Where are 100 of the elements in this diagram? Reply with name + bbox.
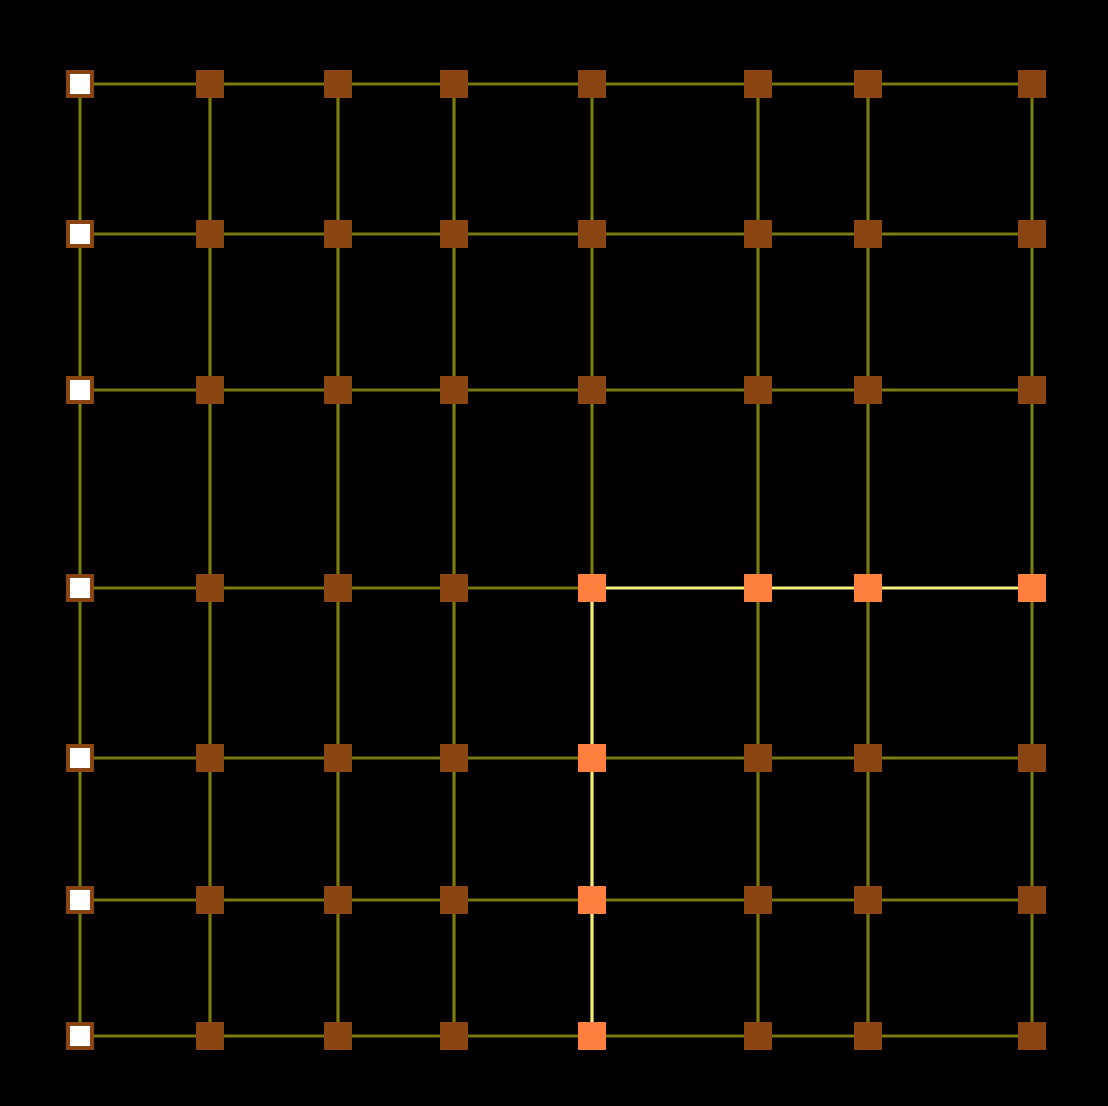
grid-line [224,1034,324,1038]
grid-line [772,388,854,392]
grid-square [440,70,468,98]
grid-line [78,98,82,220]
grid-line [606,1034,744,1038]
grid-line [224,756,324,760]
grid-square [854,220,882,248]
grid-square [324,574,352,602]
grid-line [94,1034,196,1038]
grid-square [854,744,882,772]
grid-line [352,232,440,236]
grid-line [94,586,196,590]
grid-line [468,232,578,236]
grid-line [208,248,212,376]
grid-line [756,772,760,886]
grid-square [324,70,352,98]
grid-line [1030,914,1034,1022]
grid-line [336,98,340,220]
grid-square [854,1022,882,1050]
grid-line [772,82,854,86]
start-square [66,574,94,602]
grid-line [352,388,440,392]
grid-line [336,772,340,886]
grid-line [1030,602,1034,744]
grid-square [440,220,468,248]
start-square [66,220,94,248]
grid-line [756,98,760,220]
grid-square [324,1022,352,1050]
grid-square [854,70,882,98]
grid-line [468,586,578,590]
grid-line [756,602,760,744]
grid-square [196,376,224,404]
grid-line [452,602,456,744]
grid-line [606,388,744,392]
start-square [66,70,94,98]
grid-line [352,586,440,590]
grid-square [196,886,224,914]
grid-line [866,404,870,574]
grid-line [224,586,324,590]
grid-line [352,1034,440,1038]
grid-square [324,886,352,914]
grid-square [440,886,468,914]
grid-line [78,772,82,886]
grid-square [196,220,224,248]
grid-line [452,914,456,1022]
grid-line [772,756,854,760]
grid-line [882,898,1018,902]
grid-line [1030,772,1034,886]
grid-line [468,756,578,760]
path-square [1018,574,1046,602]
grid-line [882,388,1018,392]
path-square [578,886,606,914]
grid-square [1018,376,1046,404]
grid-line [94,82,196,86]
grid-line [208,404,212,574]
grid-square [1018,220,1046,248]
grid-square [854,886,882,914]
grid-line [590,914,594,1022]
grid-line [590,404,594,574]
grid-line [1030,404,1034,574]
grid-line [452,404,456,574]
grid-line [452,248,456,376]
grid-square [196,70,224,98]
start-square [66,1022,94,1050]
grid-line [78,404,82,574]
grid-square [196,1022,224,1050]
grid-line [336,914,340,1022]
grid-square [196,574,224,602]
grid-line [224,82,324,86]
grid-square [744,70,772,98]
grid-line [772,232,854,236]
grid-square [744,744,772,772]
path-square [854,574,882,602]
grid-line [590,98,594,220]
grid-line [336,602,340,744]
grid-line [94,756,196,760]
grid-line [208,772,212,886]
grid-line [756,248,760,376]
grid-line [94,898,196,902]
grid-line [606,898,744,902]
grid-line [866,602,870,744]
grid-line [224,898,324,902]
grid-square [1018,744,1046,772]
grid-line [352,898,440,902]
start-square [66,744,94,772]
grid-line [208,602,212,744]
grid-square [324,220,352,248]
grid-line [772,1034,854,1038]
grid-square [744,886,772,914]
grid-line [866,914,870,1022]
grid-line [756,914,760,1022]
grid-square [578,220,606,248]
grid-square [324,376,352,404]
path-square [744,574,772,602]
grid-line [866,98,870,220]
path-square [578,1022,606,1050]
grid-square [440,574,468,602]
grid-line [606,586,744,590]
start-square [66,376,94,404]
grid-line [590,772,594,886]
